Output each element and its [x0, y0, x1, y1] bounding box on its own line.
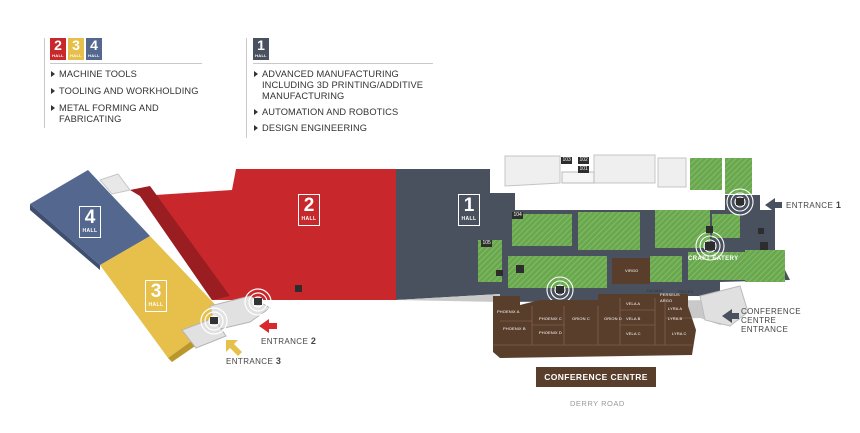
stairs — [561, 171, 595, 184]
service-icon — [758, 228, 764, 234]
room-number: 104 — [512, 212, 524, 219]
building-block — [657, 157, 687, 188]
stairs-icon — [516, 265, 524, 273]
stairs-icon — [760, 242, 768, 250]
room-label: VELA B — [626, 316, 641, 321]
legend-item: MACHINE TOOLS — [50, 69, 202, 80]
room-number: 101 — [578, 166, 590, 173]
exhibit-zone — [745, 250, 785, 282]
entrance-1-arrow — [765, 198, 782, 212]
room-label: LYRA C — [672, 331, 687, 336]
conference-room-dividers — [493, 298, 692, 346]
conference-centre-banner: CONFERENCE CENTRE — [536, 367, 656, 387]
room-label: VELA A — [626, 301, 641, 306]
entrance-3-arrow — [226, 340, 242, 356]
food-icon — [705, 242, 715, 250]
service-icon — [210, 317, 218, 324]
legend-item: DESIGN ENGINEERING — [253, 123, 433, 134]
road-label: DERRY ROAD — [570, 399, 625, 408]
room-label: PISCES — [678, 289, 694, 294]
room-label: PHOENIX A — [497, 309, 520, 314]
hall-2-wall — [130, 186, 230, 300]
exhibit-zone — [650, 256, 682, 282]
exhibit-zone — [512, 214, 572, 246]
service-icon — [736, 198, 744, 205]
service-icon — [706, 226, 713, 233]
legend-item: ADVANCED MANUFACTURING INCLUDING 3D PRIN… — [253, 69, 433, 102]
room-label: PERSEUS — [660, 292, 680, 297]
room-number: 103 — [561, 157, 573, 164]
room-label: LYRA B — [668, 316, 683, 321]
hall-4-edge — [30, 204, 100, 270]
legend-item: TOOLING AND WORKHOLDING — [50, 86, 202, 97]
hall-4-annex — [99, 173, 131, 195]
entrance-1-label: ENTRANCE 1 — [786, 200, 842, 210]
room-label: VELA C — [626, 331, 641, 336]
service-icon — [556, 286, 564, 293]
room-label: ORION C — [572, 316, 590, 321]
building-block — [593, 154, 656, 184]
room-label: VIRGO — [625, 268, 639, 273]
entrance-3-label: ENTRANCE 3 — [226, 356, 282, 366]
room-number: 105 — [481, 240, 493, 247]
exhibit-zone — [655, 210, 710, 248]
wifi-icon — [200, 288, 272, 335]
conference-room-virgo — [612, 258, 650, 284]
conference-entrance-label: CONFERENCE CENTRE ENTRANCE — [741, 307, 802, 334]
room-label: TUCANA — [646, 288, 664, 293]
exhibit-zone — [578, 212, 640, 250]
room-label: LYRA A — [668, 306, 683, 311]
exhibit-zone — [508, 256, 607, 288]
room-label: PHOENIX D — [539, 330, 562, 335]
craft-eatery-label: CRAFT EATERY — [688, 256, 739, 262]
exhibit-zone — [725, 158, 752, 194]
room-label: PHOENIX C — [539, 316, 562, 321]
conference-entrance-arrow — [722, 309, 739, 323]
legend-item: AUTOMATION AND ROBOTICS — [253, 107, 433, 118]
exhibit-zone — [688, 252, 745, 280]
entrance-2-arrow — [259, 319, 277, 333]
building-block — [504, 155, 561, 187]
exhibit-zone — [712, 214, 740, 238]
service-icon — [496, 270, 503, 276]
exhibit-zone — [690, 158, 722, 190]
legend-item: METAL FORMING AND FABRICATING — [50, 103, 202, 125]
service-icon — [295, 285, 302, 292]
room-label: ORION D — [604, 316, 622, 321]
room-label: PHOENIX B — [503, 326, 526, 331]
service-icon — [254, 298, 262, 305]
room-label: ARGO — [660, 298, 673, 303]
room-number: 102 — [578, 157, 590, 164]
entrance-2-label: ENTRANCE 2 — [261, 336, 317, 346]
